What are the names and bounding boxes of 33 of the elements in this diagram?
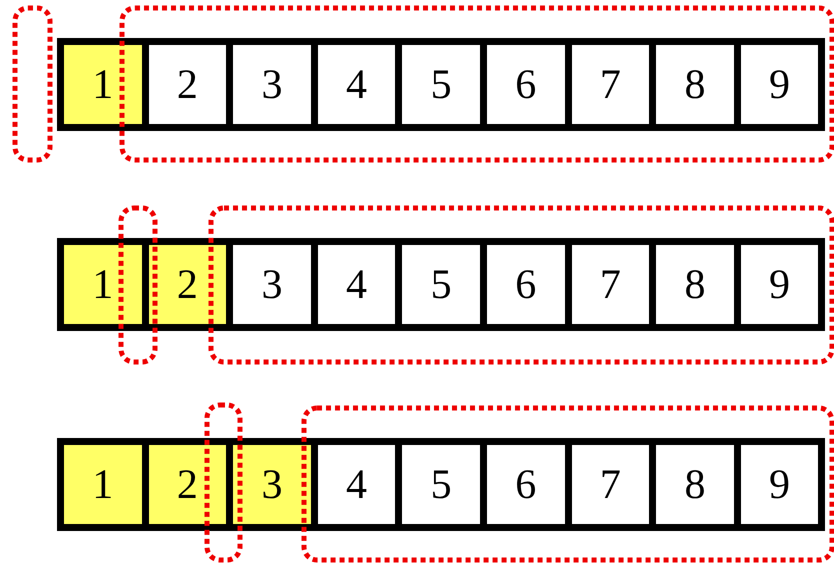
cell-number: 9 xyxy=(769,64,790,106)
cell-number: 2 xyxy=(176,64,198,106)
cell-number: 2 xyxy=(176,464,198,506)
cell-number: 3 xyxy=(261,464,282,506)
cell-number: 8 xyxy=(684,64,706,106)
cell-number: 9 xyxy=(769,264,790,306)
cell-number: 7 xyxy=(600,264,621,306)
cell-number: 6 xyxy=(515,264,536,306)
cell-number: 1 xyxy=(92,464,114,506)
dotted-outline xyxy=(12,6,52,162)
cell-number: 1 xyxy=(92,64,114,106)
cell-number: 5 xyxy=(430,264,452,306)
cell-number: 4 xyxy=(346,464,368,506)
dotted-outline xyxy=(204,402,242,562)
dotted-outline xyxy=(118,206,158,364)
cell-number: 6 xyxy=(515,64,536,106)
cell-number: 7 xyxy=(600,64,621,106)
cell-number: 9 xyxy=(769,464,790,506)
cell-number: 8 xyxy=(684,264,706,306)
cell-number: 6 xyxy=(515,464,536,506)
cell-number: 5 xyxy=(430,64,452,106)
dotted-outline xyxy=(302,406,834,562)
cell-number: 2 xyxy=(176,264,198,306)
cell-number: 4 xyxy=(346,264,368,306)
cell-number: 1 xyxy=(92,264,114,306)
cell-number: 8 xyxy=(684,464,706,506)
dotted-outline xyxy=(208,206,834,364)
cell-number: 5 xyxy=(430,464,452,506)
cell-number: 3 xyxy=(261,64,282,106)
cell-number: 4 xyxy=(346,64,368,106)
cell-number: 3 xyxy=(261,264,282,306)
cell-number: 7 xyxy=(600,464,621,506)
dotted-outline xyxy=(120,6,834,162)
